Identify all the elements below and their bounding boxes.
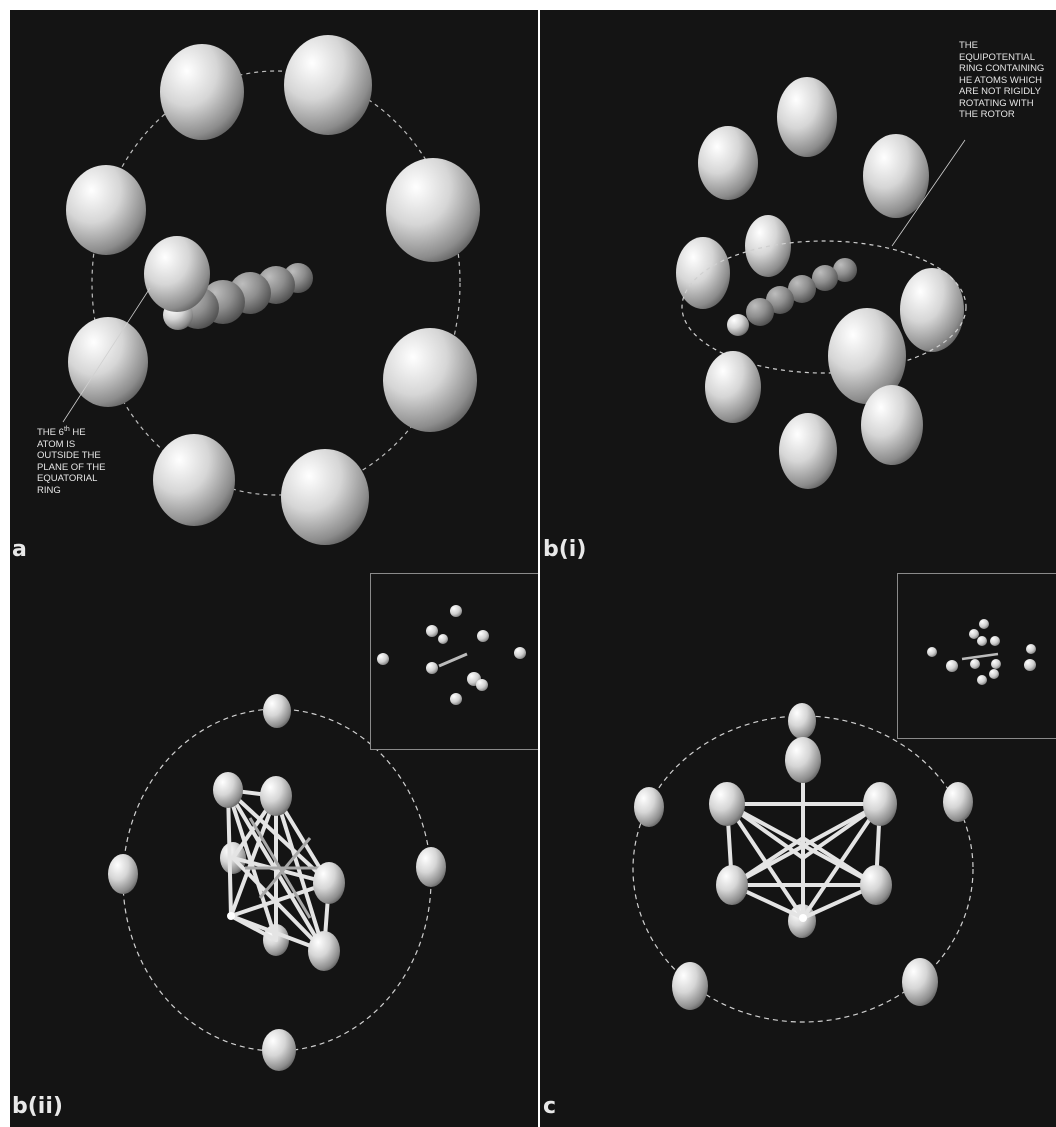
rotor: [727, 258, 857, 336]
panel-label-a: a: [12, 537, 27, 562]
panel-b-i: THE EQUIPOTENTIAL RING CONTAINING He ATO…: [540, 10, 1056, 570]
panel-label-b-i: b(i): [543, 537, 586, 562]
panel-b-ii: b(ii): [10, 568, 538, 1127]
panel-c: c: [540, 568, 1056, 1127]
inset-atoms: [927, 619, 1036, 685]
inset-overview-b-ii: [370, 573, 538, 750]
helium-atoms-back: [676, 77, 964, 352]
panel-label-b-ii: b(ii): [12, 1094, 63, 1119]
inset-b-ii-drawing: [371, 574, 538, 749]
inner-cluster: [213, 772, 345, 971]
inset-atoms: [377, 605, 526, 705]
inner-cluster: [709, 737, 897, 938]
inset-overview-c: [897, 573, 1056, 739]
panel-a: THE 6th He ATOM IS OUTSIDE THE PLANE OF …: [10, 10, 538, 570]
panel-label-c: c: [543, 1094, 556, 1119]
annotation-sixth-atom: THE 6th He ATOM IS OUTSIDE THE PLANE OF …: [37, 424, 105, 496]
inset-c-drawing: [898, 574, 1056, 738]
annotation-equipotential-ring: THE EQUIPOTENTIAL RING CONTAINING He ATO…: [959, 40, 1044, 121]
